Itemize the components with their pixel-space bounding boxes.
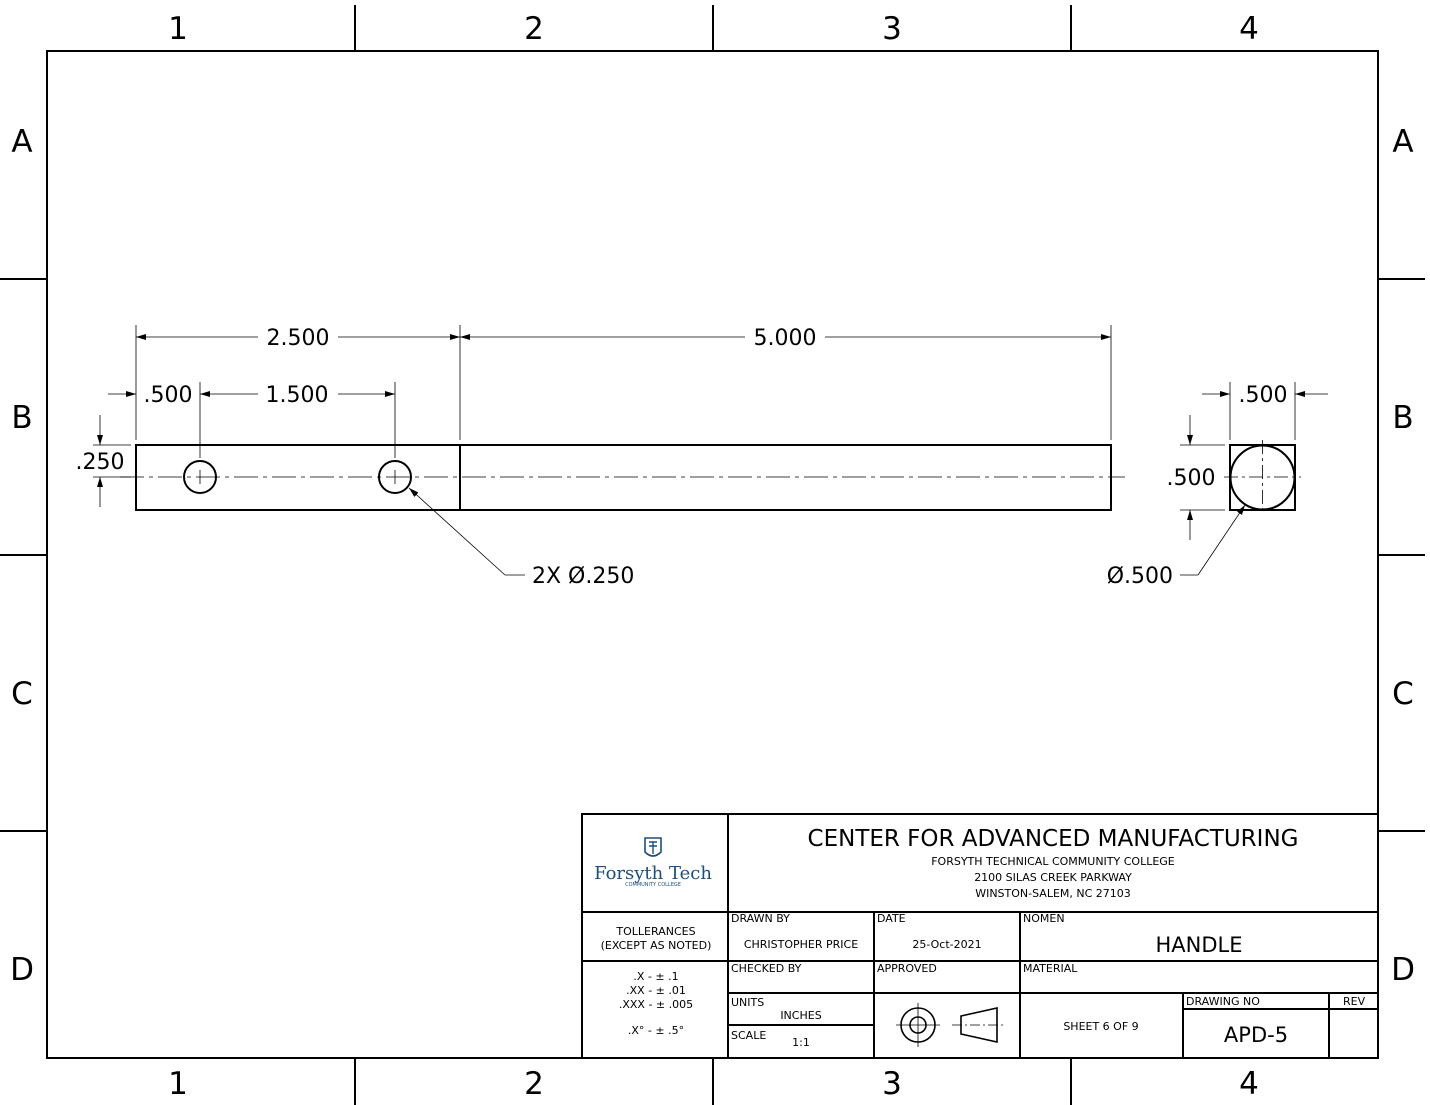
title-block: Forsyth Tech COMMUNITY COLLEGE CENTER FO… xyxy=(581,813,1379,1059)
third-angle-projection-icon xyxy=(896,1003,1005,1047)
zone-col-4-bottom: 4 xyxy=(1239,1066,1259,1102)
rev-label: REV xyxy=(1343,995,1366,1008)
dim-hole-height: .250 xyxy=(76,450,125,475)
dim-overall-left: 2.500 xyxy=(267,326,330,351)
logo-text: Forsyth Tech xyxy=(594,863,712,884)
zone-row-c-left: C xyxy=(11,676,33,712)
zone-row-c-right: C xyxy=(1392,676,1414,712)
tol-angle: .X° - ± .5° xyxy=(628,1024,684,1037)
dim-hole1-offset: .500 xyxy=(144,383,193,408)
hole-1 xyxy=(183,460,217,494)
hole-2 xyxy=(378,460,412,494)
zone-col-3-top: 3 xyxy=(882,11,902,47)
sheet-value: SHEET 6 OF 9 xyxy=(1063,1020,1138,1033)
approved-label: APPROVED xyxy=(877,962,937,975)
tol-x: .X - ± .1 xyxy=(633,970,678,983)
org-line-1: FORSYTH TECHNICAL COMMUNITY COLLEGE xyxy=(931,855,1175,868)
drawing-no-value: APD-5 xyxy=(1224,1023,1288,1047)
tol-xx: .XX - ± .01 xyxy=(626,984,686,997)
org-title: CENTER FOR ADVANCED MANUFACTURING xyxy=(808,826,1299,852)
zone-col-1-bottom: 1 xyxy=(168,1066,188,1102)
checked-by-label: CHECKED BY xyxy=(731,962,802,975)
zone-col-1-top: 1 xyxy=(168,11,188,47)
tolerances-label: TOLLERANCES xyxy=(615,925,695,938)
org-line-3: WINSTON-SALEM, NC 27103 xyxy=(975,887,1131,900)
zone-dividers xyxy=(0,5,1425,1105)
dim-overall-right: 5.000 xyxy=(754,326,817,351)
side-view: .500 .500 Ø.500 xyxy=(1107,382,1328,589)
zone-row-b-right: B xyxy=(1392,400,1413,436)
zone-row-a-right: A xyxy=(1392,124,1413,160)
front-view: 2.500 5.000 .500 1.500 .250 2X Ø.250 xyxy=(76,325,1125,589)
zone-col-3-bottom: 3 xyxy=(882,1066,902,1102)
zone-row-a-left: A xyxy=(11,124,32,160)
zone-row-b-left: B xyxy=(11,400,32,436)
part-outline xyxy=(135,444,1112,511)
tol-xxx: .XXX - ± .005 xyxy=(619,998,693,1011)
zone-row-d-right: D xyxy=(1391,952,1415,988)
drawn-by-label: DRAWN BY xyxy=(731,912,790,925)
date-value: 25-Oct-2021 xyxy=(912,938,981,951)
units-label: UNITS xyxy=(731,996,764,1009)
tolerances-sublabel: (EXCEPT AS NOTED) xyxy=(601,939,712,952)
dim-hole-spacing: 1.500 xyxy=(266,383,329,408)
zone-col-2-top: 2 xyxy=(524,11,544,47)
side-dim-height: .500 xyxy=(1167,466,1216,491)
date-label: DATE xyxy=(877,912,906,925)
logo-subtext: COMMUNITY COLLEGE xyxy=(625,882,681,888)
zone-col-4-top: 4 xyxy=(1239,11,1259,47)
zone-row-d-left: D xyxy=(10,952,34,988)
zone-col-2-bottom: 2 xyxy=(524,1066,544,1102)
side-dim-width: .500 xyxy=(1239,383,1288,408)
units-value: INCHES xyxy=(780,1009,821,1022)
scale-label: SCALE xyxy=(731,1029,766,1042)
zone-labels: 1 2 3 4 1 2 3 4 A B C D A B C D xyxy=(10,11,1415,1102)
callout-diameter: Ø.500 xyxy=(1107,564,1173,589)
scale-value: 1:1 xyxy=(792,1036,810,1049)
forsyth-tech-logo: Forsyth Tech COMMUNITY COLLEGE xyxy=(594,837,712,888)
drawn-by-value: CHRISTOPHER PRICE xyxy=(744,938,858,951)
callout-holes: 2X Ø.250 xyxy=(532,564,634,589)
shield-icon xyxy=(644,837,662,857)
nomen-value: HANDLE xyxy=(1155,933,1242,957)
material-label: MATERIAL xyxy=(1023,962,1078,975)
drawing-border xyxy=(46,50,1379,1059)
org-line-2: 2100 SILAS CREEK PARKWAY xyxy=(974,871,1132,884)
nomen-label: NOMEN xyxy=(1023,912,1065,925)
drawing-no-label: DRAWING NO xyxy=(1186,995,1260,1008)
